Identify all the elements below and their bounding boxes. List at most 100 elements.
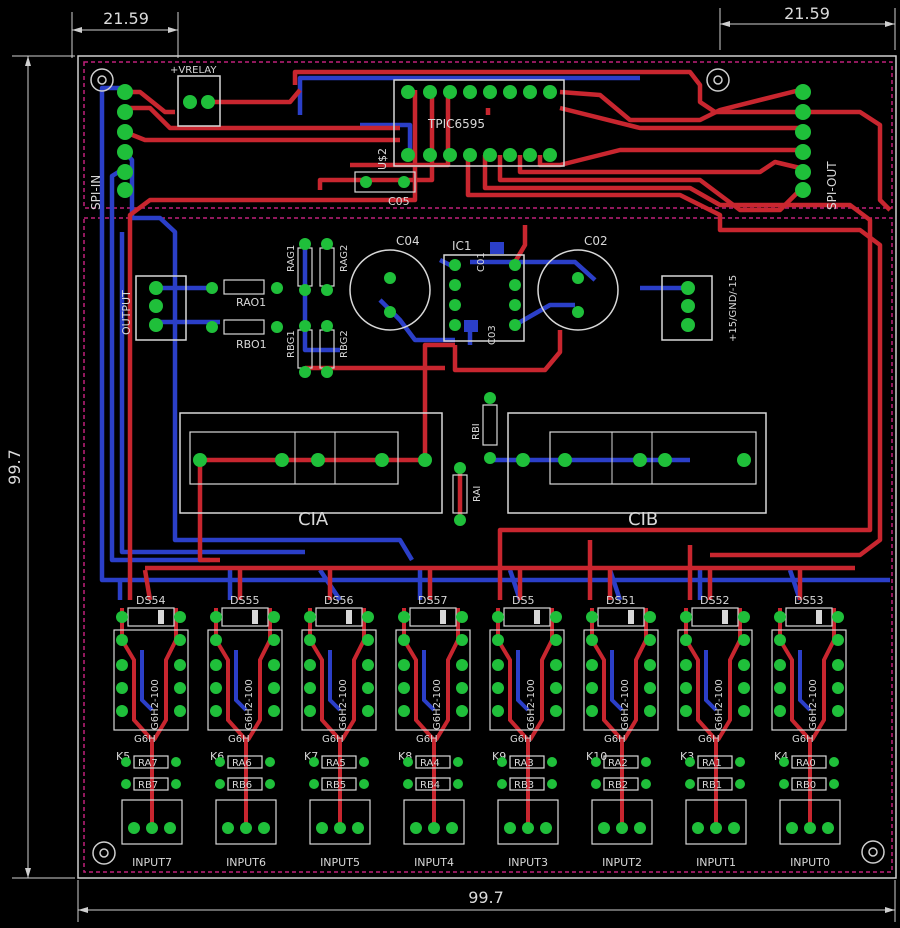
label-rag2: RAG2: [339, 245, 350, 272]
label-output: OUTPUT: [120, 290, 133, 335]
ra-label: RA1: [702, 758, 722, 769]
rb-label: RB3: [514, 780, 534, 791]
input-label: INPUT2: [602, 856, 642, 869]
ra-label: RA3: [514, 758, 534, 769]
rb-label: RB0: [796, 780, 816, 791]
spi-out-header: [795, 84, 811, 198]
relay-type-label: G6H: [134, 734, 156, 745]
diode-label: DS51: [606, 594, 635, 607]
label-rao1: RAO1: [236, 296, 266, 309]
relay-part-label: G6H2-100: [620, 679, 631, 730]
relay-part-label: G6H2-100: [338, 679, 349, 730]
ra-label: RA4: [420, 758, 440, 769]
label-c01: C01: [476, 252, 487, 272]
relay-designator: K10: [586, 750, 607, 763]
ra-label: RA5: [326, 758, 346, 769]
rb-label: RB4: [420, 780, 440, 791]
diode-label: DS5: [512, 594, 534, 607]
label-cib: CIB: [628, 509, 658, 530]
label-cia: CIA: [298, 509, 329, 530]
label-spi-out: SPI-OUT: [825, 161, 839, 210]
cia-capacitor-bank: [179, 412, 443, 514]
label-ic1: IC1: [452, 239, 472, 253]
dim-width: 99.7: [468, 888, 504, 907]
rb-label: RB1: [702, 780, 722, 791]
rb-label: RB6: [232, 780, 252, 791]
relay-part-label: G6H2-100: [432, 679, 443, 730]
rag-resistors: [297, 238, 335, 296]
label-c02: C02: [584, 234, 608, 248]
vrelay-terminal: [177, 75, 221, 127]
rbo1-resistor: [206, 319, 283, 335]
relay-type-label: G6H: [510, 734, 532, 745]
board-outline: [77, 55, 897, 879]
ra-label: RA0: [796, 758, 816, 769]
relay-part-label: G6H2-100: [150, 679, 161, 730]
rb-label: RB2: [608, 780, 628, 791]
rb-label: RB5: [326, 780, 346, 791]
dimension-lines: [12, 8, 896, 922]
rbi-resistor: [482, 392, 498, 464]
relay-type-label: G6H: [322, 734, 344, 745]
relay-type-label: G6H: [698, 734, 720, 745]
relay-part-label: G6H2-100: [714, 679, 725, 730]
label-rbg1: RBG1: [286, 330, 297, 358]
rbg-resistors: [297, 320, 335, 378]
cib-capacitor-bank: [507, 412, 767, 514]
relay-channels: DS54G6H2-100G6HK5RA7RB7INPUT7DS55G6H2-10…: [113, 594, 847, 869]
diode-label: DS55: [230, 594, 259, 607]
tpic6595-chip: [393, 79, 565, 167]
restrict-main: [83, 217, 893, 873]
relay-part-label: G6H2-100: [244, 679, 255, 730]
ic1-opamp: [443, 242, 525, 342]
top-traces: [124, 69, 892, 601]
label-c04: C04: [396, 234, 420, 248]
c05-capacitor: [354, 171, 416, 193]
c02-capacitor: [537, 249, 619, 331]
label-rbg2: RBG2: [339, 330, 350, 358]
input-label: INPUT4: [414, 856, 454, 869]
label-tpic: TPIC6595: [427, 117, 485, 131]
spi-in-header: [117, 84, 133, 198]
relay-type-label: G6H: [416, 734, 438, 745]
power-terminal: [661, 275, 713, 341]
diode-label: DS53: [794, 594, 823, 607]
diode-label: DS52: [700, 594, 729, 607]
rao1-resistor: [206, 279, 283, 295]
diode-label: DS57: [418, 594, 447, 607]
rb-label: RB7: [138, 780, 158, 791]
diode-label: DS54: [136, 594, 165, 607]
label-spi-in: SPI-IN: [89, 175, 103, 210]
ra-label: RA6: [232, 758, 252, 769]
dim-height: 99.7: [5, 449, 24, 485]
relay-type-label: G6H: [228, 734, 250, 745]
label-rbi: RBI: [471, 423, 482, 440]
label-rag1: RAG1: [286, 245, 297, 272]
label-rbo1: RBO1: [236, 338, 267, 351]
label-c05: C05: [388, 195, 410, 208]
rai-resistor: [452, 462, 468, 526]
ra-label: RA7: [138, 758, 158, 769]
label-vrelay: +VRELAY: [170, 65, 217, 76]
diode-label: DS56: [324, 594, 353, 607]
input-label: INPUT7: [132, 856, 172, 869]
dim-right-top: 21.59: [784, 4, 830, 23]
restrict-top: [83, 61, 893, 209]
input-label: INPUT3: [508, 856, 548, 869]
input-label: INPUT0: [790, 856, 830, 869]
relay-type-label: G6H: [604, 734, 626, 745]
c04-capacitor: [349, 249, 431, 331]
dim-left-top: 21.59: [103, 9, 149, 28]
relay-part-label: G6H2-100: [808, 679, 819, 730]
ra-label: RA2: [608, 758, 628, 769]
input-label: INPUT6: [226, 856, 266, 869]
label-pwr: +15/GND/-15: [728, 275, 739, 342]
label-u2: U$2: [376, 148, 389, 170]
